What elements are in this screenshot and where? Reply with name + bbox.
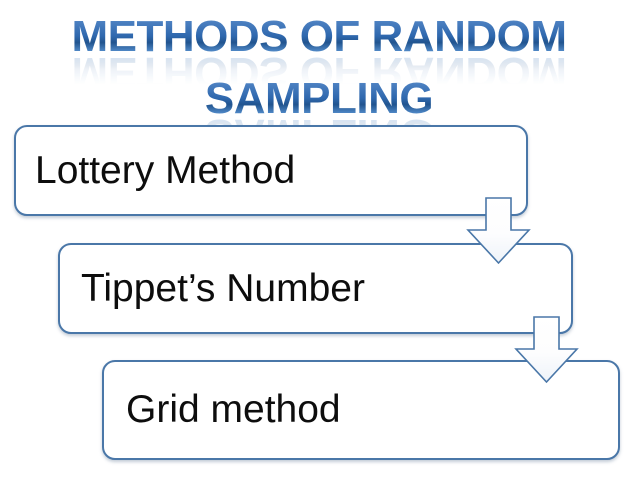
title-line-2: SAMPLING: [0, 76, 638, 122]
down-arrow-icon-1: [466, 197, 531, 265]
process-box-label: Grid method: [126, 388, 341, 431]
title-line-1: METHODS OF RANDOM: [0, 14, 638, 60]
process-box-grid-method[interactable]: Grid method: [102, 360, 620, 460]
title-line-2-row: SAMPLING SAMPLING: [0, 76, 638, 160]
process-box-label: Tippet’s Number: [81, 266, 365, 310]
down-arrow-icon-2: [514, 316, 579, 384]
title-line-1-row: METHODS OF RANDOM METHODS OF RANDOM: [0, 14, 638, 98]
process-box-tippets-number[interactable]: Tippet’s Number: [58, 243, 573, 334]
page-title: METHODS OF RANDOM METHODS OF RANDOM SAMP…: [0, 14, 638, 160]
process-box-label: Lottery Method: [35, 148, 296, 192]
process-box-lottery-method[interactable]: Lottery Method: [14, 125, 528, 216]
